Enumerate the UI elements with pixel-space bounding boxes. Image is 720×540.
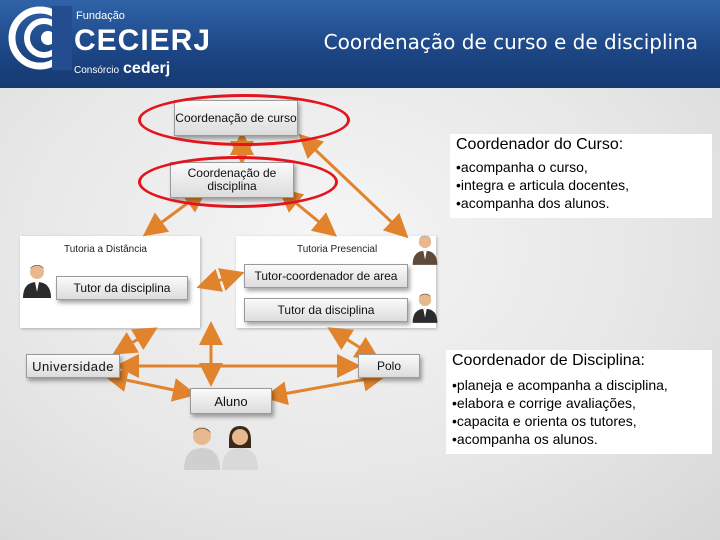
arrow-polo-aluno (272, 377, 378, 396)
info-disciplina-title: Coordenador de Disciplina: (452, 352, 706, 370)
tutor-disciplina-right-node[interactable]: Tutor da disciplina (244, 298, 408, 322)
arrow-tutor-coordenador (205, 275, 236, 285)
info-curso-item: •acompanha o curso, (456, 158, 706, 176)
person-icon (20, 262, 54, 298)
polo-node[interactable]: Polo (358, 354, 420, 378)
info-disciplina-item: •elabora e corrige avaliações, (452, 394, 706, 412)
info-disciplina-item: •acompanha os alunos. (452, 430, 706, 448)
info-curso-title: Coordenador do Curso: (456, 136, 706, 154)
info-curso-item: •acompanha dos alunos. (456, 194, 706, 212)
info-disciplina-item: •planeja e acompanha a disciplina, (452, 376, 706, 394)
arrow-universidade-distancia (120, 332, 150, 350)
universidade-label: Universidade (32, 359, 114, 374)
aluno-label: Aluno (214, 394, 247, 409)
aluno-node[interactable]: Aluno (190, 388, 272, 414)
universidade-node[interactable]: Universidade (26, 354, 120, 378)
info-coordenador-curso: Coordenador do Curso: •acompanha o curso… (450, 134, 712, 218)
tutor-coordenador-node[interactable]: Tutor-coordenador de area (244, 264, 408, 288)
highlight-oval-curso (138, 94, 350, 146)
info-disciplina-item: •capacita e orienta os tutores, (452, 412, 706, 430)
tutor-disciplina-left-label: Tutor da disciplina (74, 281, 171, 295)
info-curso-item: •integra e articula docentes, (456, 176, 706, 194)
student-male-icon (182, 424, 222, 470)
person-icon (410, 232, 440, 266)
tutor-coordenador-label: Tutor-coordenador de area (255, 269, 398, 283)
arrow-presencial-polo (335, 332, 372, 355)
highlight-oval-disciplina (138, 156, 338, 208)
person-icon (410, 290, 440, 324)
arrow-universidade-aluno (112, 377, 188, 393)
info-coordenador-disciplina: Coordenador de Disciplina: •planeja e ac… (446, 350, 712, 454)
tutor-disciplina-left-node[interactable]: Tutor da disciplina (56, 276, 188, 300)
student-female-icon (220, 424, 260, 470)
tutor-disciplina-right-label: Tutor da disciplina (278, 303, 375, 317)
polo-label: Polo (377, 359, 401, 373)
